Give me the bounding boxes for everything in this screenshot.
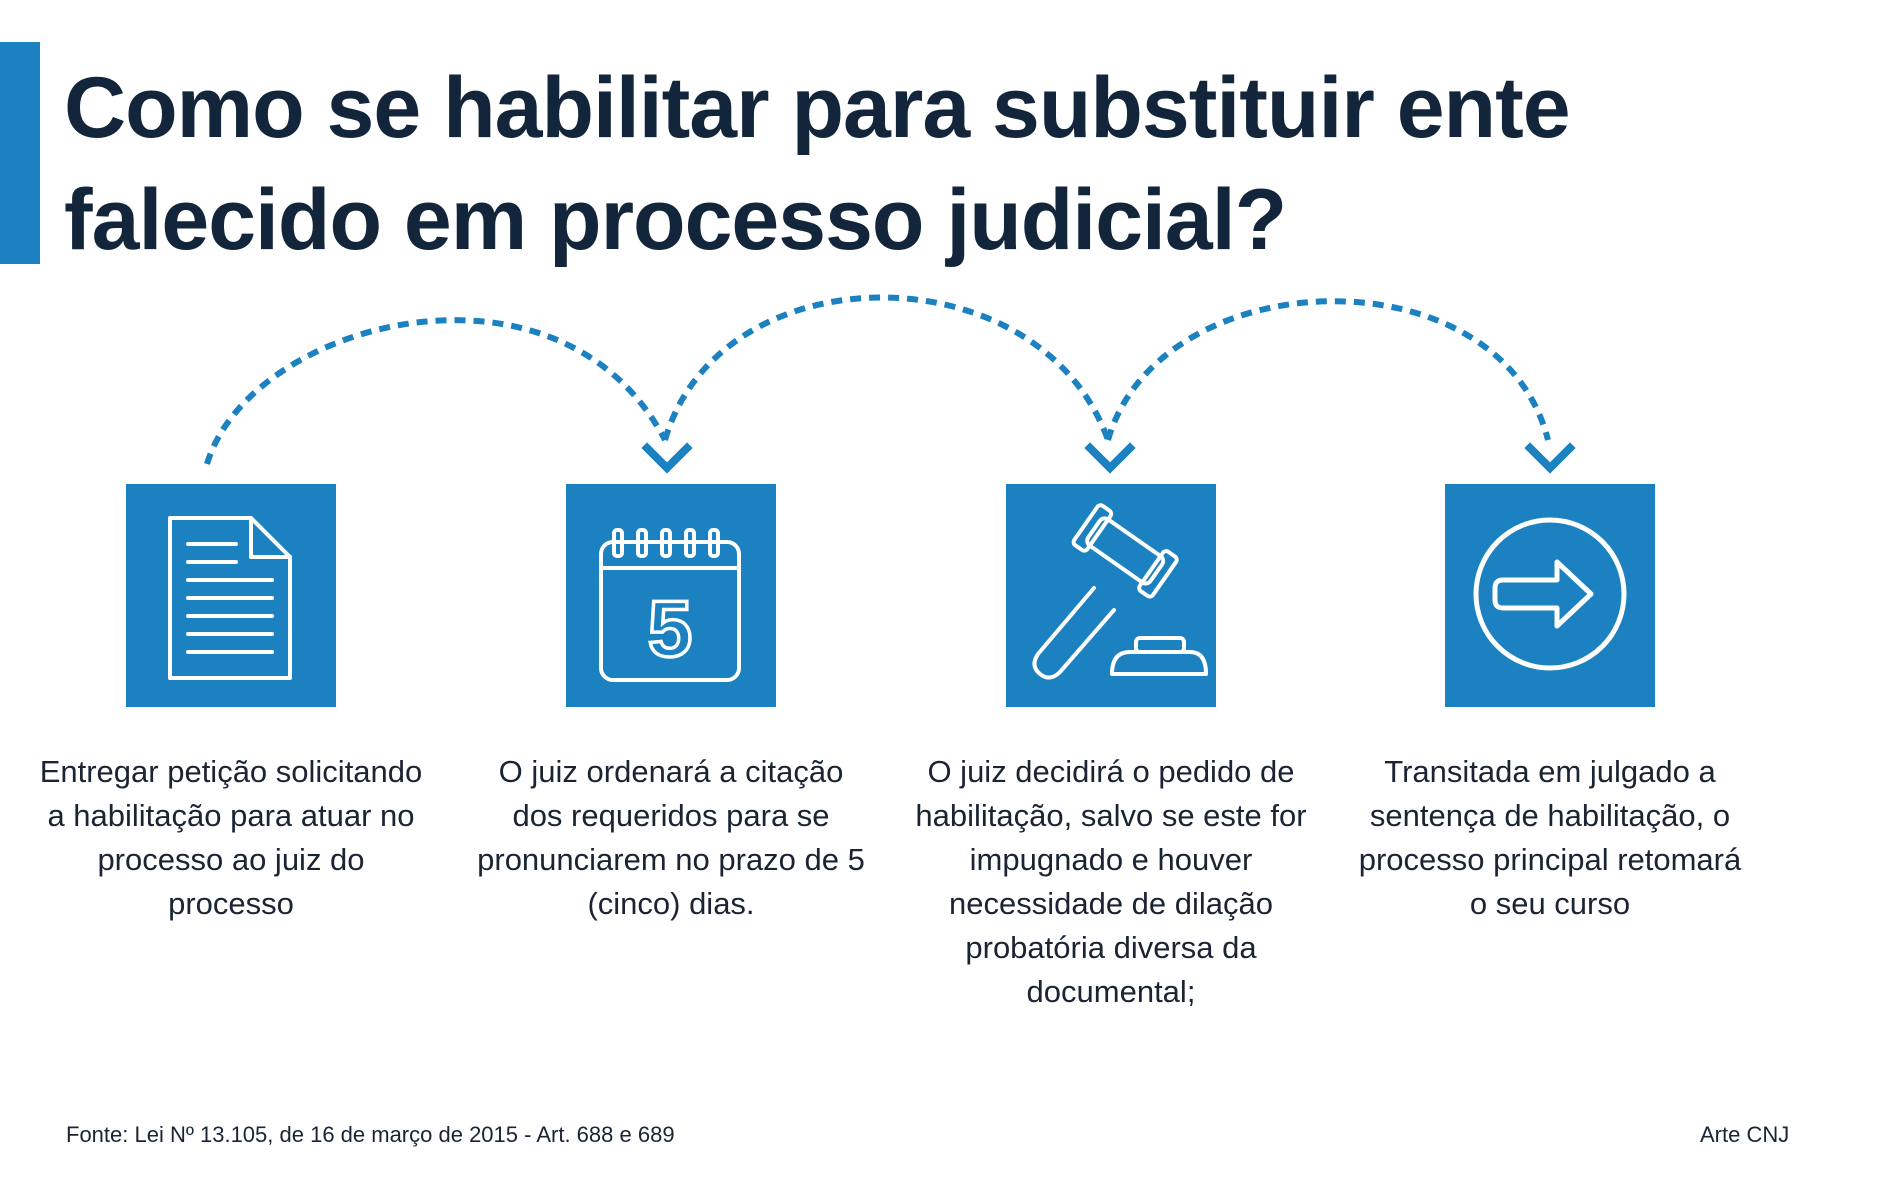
dashed-arc-2 <box>662 294 1111 442</box>
step-1-description: Entregar petição solicitando a habilitaç… <box>39 754 423 921</box>
footer-source: Fonte: Lei Nº 13.105, de 16 de março de … <box>66 1122 675 1147</box>
title-accent-bar <box>0 42 40 264</box>
step-1-icon-box <box>126 484 336 707</box>
page-title: Como se habilitar para substituir ente f… <box>64 52 1764 276</box>
title-line-1: Como se habilitar para substituir ente <box>64 60 1571 156</box>
dashed-arc-1 <box>204 317 668 465</box>
arrowhead-2-icon <box>1084 442 1136 474</box>
step-3-description: O juiz decidirá o pedido de habilitação,… <box>915 754 1307 1009</box>
calendar-number: 5 <box>648 584 693 673</box>
arrowhead-3-icon <box>1524 442 1576 474</box>
step-4-icon-box <box>1445 484 1655 707</box>
footer-credit: Arte CNJ <box>1700 1122 1790 1147</box>
arrowhead-1-icon <box>641 442 693 474</box>
calendar-icon: 5 <box>599 528 741 682</box>
dashed-arc-3 <box>1105 298 1551 441</box>
step-4-description: Transitada em julgado a sentença de habi… <box>1358 754 1742 921</box>
step-2-icon-box: 5 <box>566 484 776 707</box>
gavel-icon <box>1032 503 1208 680</box>
arrow-circle-icon <box>1473 517 1627 671</box>
step-2-description: O juiz ordenará a citação dos requeridos… <box>477 754 865 921</box>
step-3-icon-box <box>1006 484 1216 707</box>
title-line-2: falecido em processo judicial? <box>64 172 1287 268</box>
document-icon <box>168 516 292 680</box>
